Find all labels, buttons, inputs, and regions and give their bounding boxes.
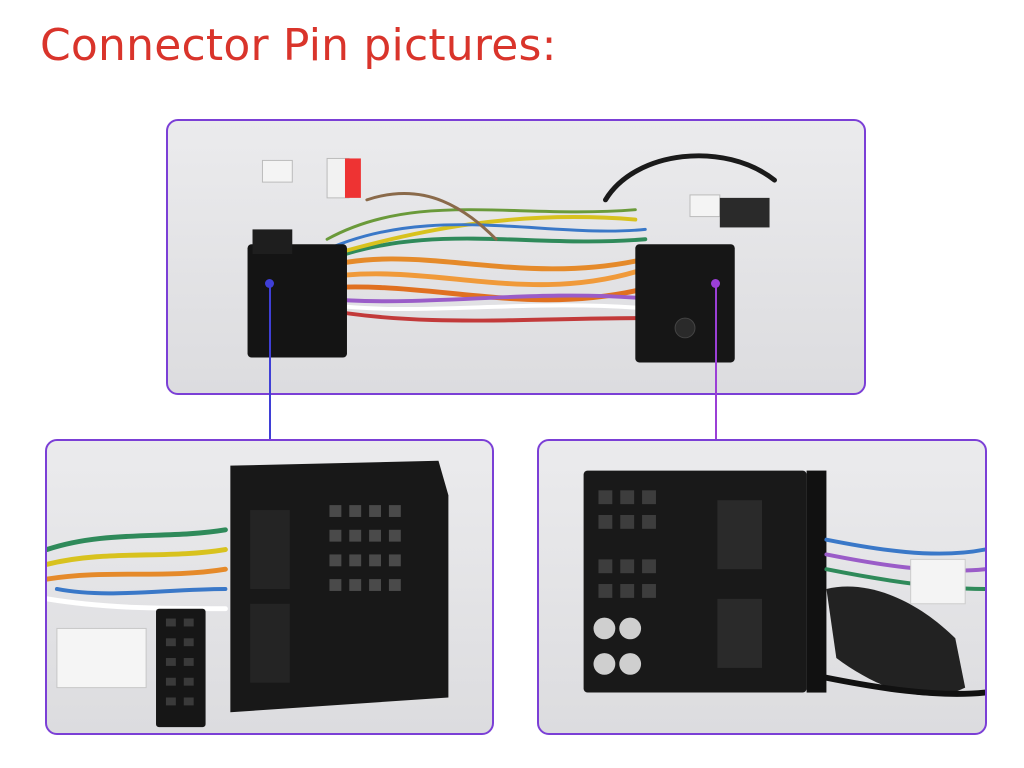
- right-callout-dot: [711, 279, 720, 288]
- page-title: Connector Pin pictures:: [40, 20, 557, 71]
- harness-overview-photo: [166, 119, 866, 395]
- secondary-connector-photo: [537, 439, 987, 735]
- quadlock-connector-photo: [45, 439, 494, 735]
- left-callout-line: [269, 284, 271, 439]
- harness-illustration: [247, 153, 777, 363]
- right-callout-line: [715, 284, 717, 439]
- quadlock-connector-illustration: [47, 460, 449, 728]
- secondary-connector-illustration: [583, 470, 985, 697]
- left-callout-dot: [265, 279, 274, 288]
